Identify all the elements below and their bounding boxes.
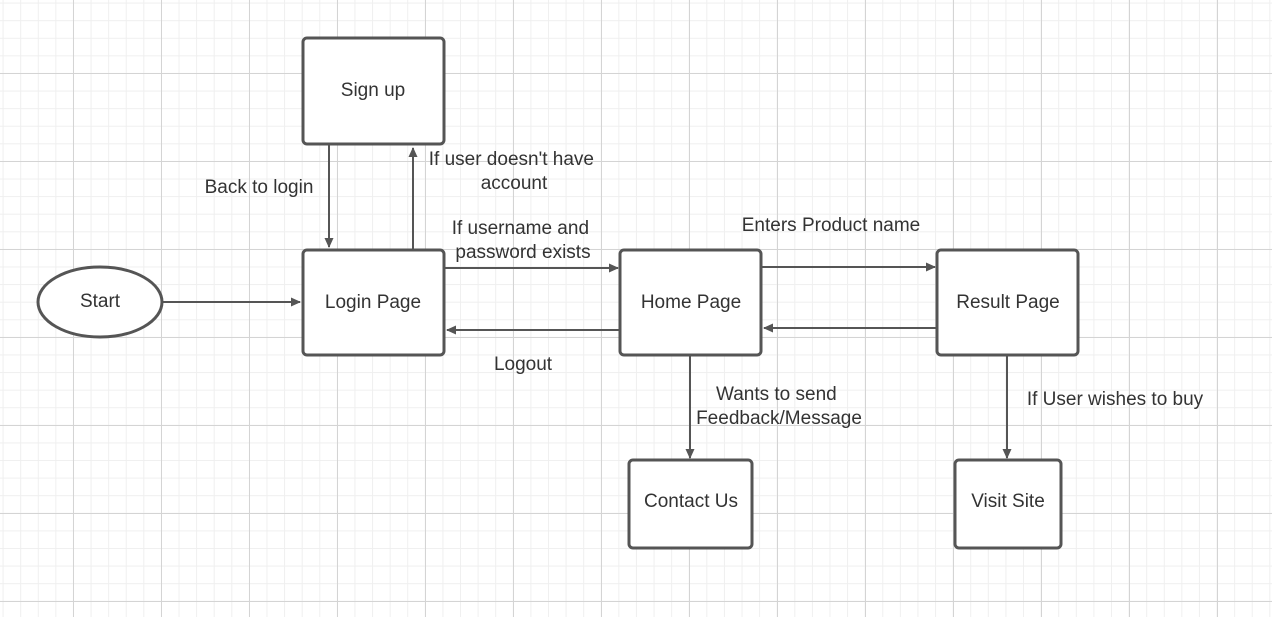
node-home: Home Page [618,248,763,357]
signup-label: Sign up [341,80,405,101]
visit-box [953,458,1063,550]
edge-labels: Back to login If user doesn't have accou… [205,149,1204,429]
label-feedback-line-2: Feedback/Message [696,408,862,429]
login-label: Login Page [325,292,421,313]
label-feedback-line-1: Wants to send [716,384,837,405]
contact-label: Contact Us [644,491,738,512]
label-logout: Logout [494,354,553,375]
label-credentials-line-2: password exists [455,242,590,263]
node-visit: Visit Site [953,458,1063,550]
start-label: Start [80,291,121,312]
login-box [301,248,446,357]
home-box [618,248,763,357]
home-label: Home Page [641,292,741,313]
label-back-to-login: Back to login [205,177,314,198]
node-login: Login Page [301,248,446,357]
label-credentials-line-1: If username and [452,218,589,239]
result-box [935,248,1080,357]
label-wishes-to-buy: If User wishes to buy [1027,389,1204,410]
label-no-account-line-1: If user doesn't have [429,149,594,170]
result-label: Result Page [956,292,1060,313]
node-result: Result Page [935,248,1080,357]
contact-box [627,458,754,550]
label-enters-product: Enters Product name [742,215,920,236]
signup-box [301,36,446,146]
label-no-account-line-2: account [481,173,548,194]
label-credentials: If username and password exists [452,218,595,263]
start-ellipse [36,265,164,339]
label-feedback: Wants to send Feedback/Message [696,384,862,429]
nodes: Start Sign up Login Page Home Page Resul… [36,36,1080,550]
label-no-account: If user doesn't have account [429,149,600,194]
node-signup: Sign up [301,36,446,146]
node-contact: Contact Us [627,458,754,550]
node-start: Start [36,265,164,339]
edges [162,145,1012,459]
visit-label: Visit Site [971,491,1045,512]
